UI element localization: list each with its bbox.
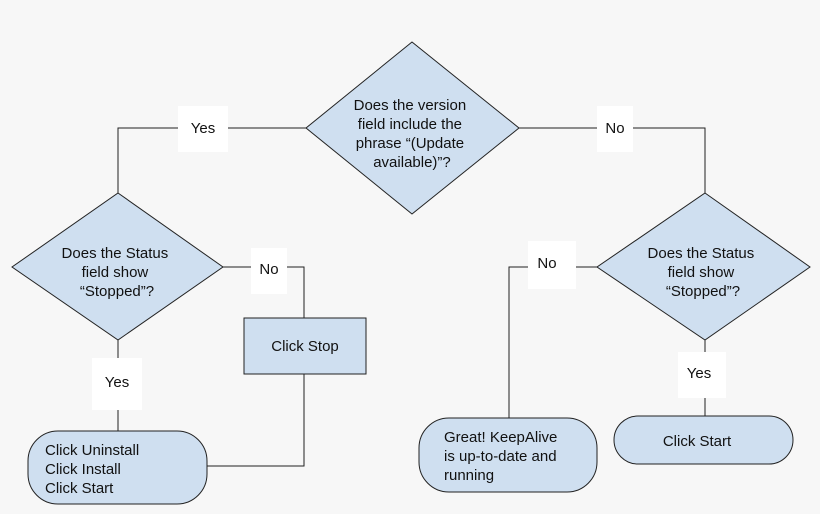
label-version-no-text: No [605,120,624,137]
label-right-yes: Yes [678,352,726,398]
node-up-to-date: Great! KeepAlive is up-to-date and runni… [418,417,598,493]
label-right-yes-text: Yes [687,365,711,382]
edge-version-yes [117,127,306,193]
node-click-stop: Click Stop [243,317,367,375]
label-left-yes: Yes [92,358,142,410]
label-right-no: No [528,241,576,289]
node-click-start-text: Click Start [663,433,732,450]
node-version-check: Does the version field include the phras… [305,41,520,215]
edge-stop-to-uninstall [207,374,305,467]
label-left-yes-text: Yes [105,374,129,391]
node-click-start: Click Start [613,415,794,465]
node-status-left-text: Does the Status field show “Stopped”? [62,245,173,300]
label-right-no-text: No [537,255,556,272]
node-status-left: Does the Status field show “Stopped”? [11,192,224,341]
node-uninstall-install-start: Click Uninstall Click Install Click Star… [27,430,208,505]
node-uninstall-install-start-text: Click Uninstall Click Install Click Star… [45,442,143,497]
label-version-yes-text: Yes [191,120,215,137]
label-version-no: No [597,106,633,152]
node-status-right: Does the Status field show “Stopped”? [596,192,811,341]
edge-right-no [508,266,597,418]
edge-labels: Yes No No Yes No Yes [92,106,726,410]
label-version-yes: Yes [178,106,228,152]
node-status-right-text: Does the Status field show “Stopped”? [648,245,759,300]
node-click-stop-text: Click Stop [271,338,339,355]
label-left-no: No [251,248,287,294]
node-up-to-date-text: Great! KeepAlive is up-to-date and runni… [444,429,562,484]
edge-left-no [223,266,305,318]
edge-version-no [519,127,706,193]
label-left-no-text: No [259,261,278,278]
node-version-check-text: Does the version field include the phras… [354,97,471,171]
